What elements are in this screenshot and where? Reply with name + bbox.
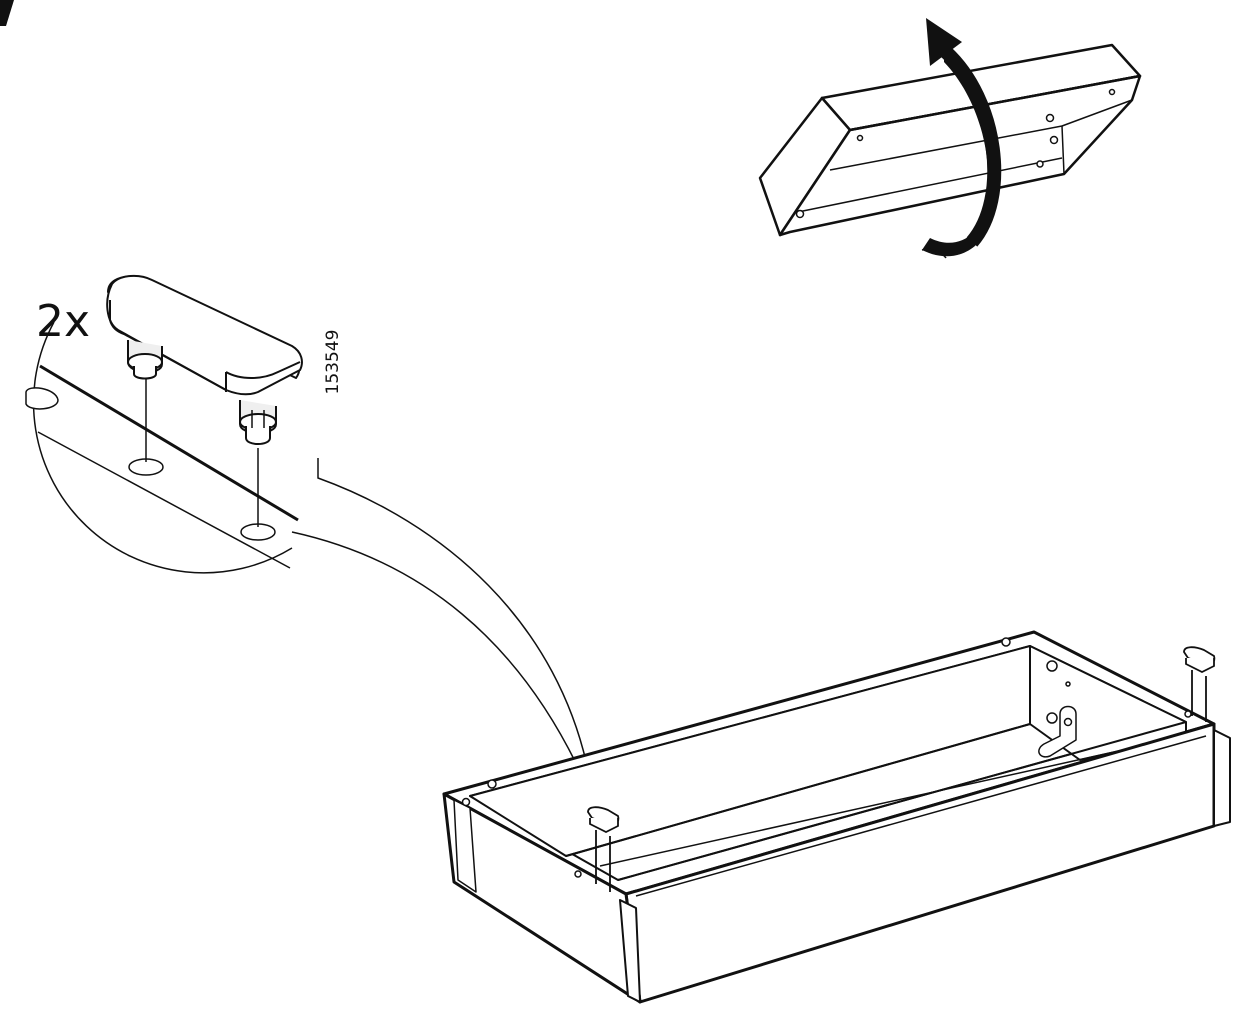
- peg-insert-right: [1183, 646, 1216, 722]
- callout-connector-inner: [291, 531, 585, 781]
- quantity-label: 2x: [36, 296, 91, 347]
- peg-glide-icon: [106, 274, 303, 445]
- frame-assembly: [442, 630, 1231, 1004]
- detail-circle-outline: [32, 321, 293, 574]
- corner-mark: [0, 0, 14, 26]
- detail-callout: [25, 321, 299, 574]
- callout-connector: [317, 458, 591, 781]
- part-number: 153549: [323, 329, 343, 395]
- peg-insert-left: [587, 806, 620, 892]
- flipped-frame: [758, 43, 1142, 237]
- rotate-arrow-icon: [921, 18, 1002, 259]
